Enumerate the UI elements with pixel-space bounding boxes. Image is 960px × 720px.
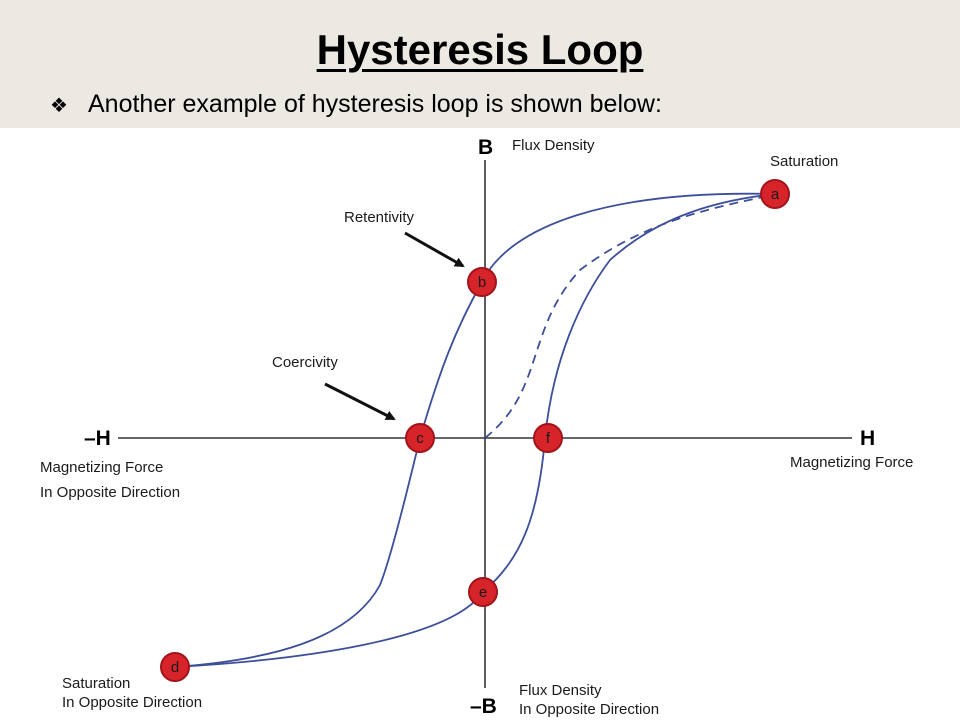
svg-text:b: b — [478, 274, 486, 291]
retentivity-label: Retentivity — [344, 209, 415, 226]
point-f-marker: f — [533, 423, 563, 453]
retentivity-arrow — [404, 231, 465, 268]
b-axis-caption: Flux Density — [512, 137, 595, 154]
b-axis-label: B — [478, 136, 493, 159]
slide-header — [0, 0, 960, 128]
coercivity-arrow — [324, 382, 396, 421]
bullet-item: ❖ Another example of hysteresis loop is s… — [50, 90, 662, 119]
diamond-bullet-icon: ❖ — [50, 95, 68, 117]
neg-b-axis-caption-line1: Flux Density — [519, 682, 602, 699]
saturation-opposite-label-line1: Saturation — [62, 675, 130, 692]
svg-text:a: a — [771, 186, 780, 203]
point-c-marker: c — [405, 423, 435, 453]
svg-text:f: f — [546, 430, 551, 447]
coercivity-label: Coercivity — [272, 354, 338, 371]
ascending-branch — [174, 193, 776, 668]
point-e-marker: e — [468, 577, 498, 607]
initial-magnetization-curve — [484, 195, 769, 439]
neg-h-axis-caption-line1: Magnetizing Force — [40, 459, 163, 476]
svg-text:d: d — [171, 659, 179, 676]
point-a-marker: a — [760, 179, 790, 209]
h-axis-caption: Magnetizing Force — [790, 454, 913, 471]
saturation-label: Saturation — [770, 153, 838, 170]
neg-b-axis-label: –B — [470, 695, 497, 718]
point-d-marker: d — [160, 652, 190, 682]
slide-title: Hysteresis Loop — [316, 26, 644, 73]
point-b-marker: b — [467, 267, 497, 297]
svg-text:c: c — [416, 430, 424, 447]
neg-b-axis-caption-line2: In Opposite Direction — [519, 701, 659, 718]
neg-h-axis-label: –H — [84, 427, 111, 450]
saturation-opposite-label-line2: In Opposite Direction — [62, 694, 202, 711]
neg-h-axis-caption-line2: In Opposite Direction — [40, 484, 180, 501]
h-axis-label: H — [860, 427, 875, 450]
svg-text:e: e — [479, 584, 487, 601]
bullet-text: Another example of hysteresis loop is sh… — [88, 90, 662, 118]
